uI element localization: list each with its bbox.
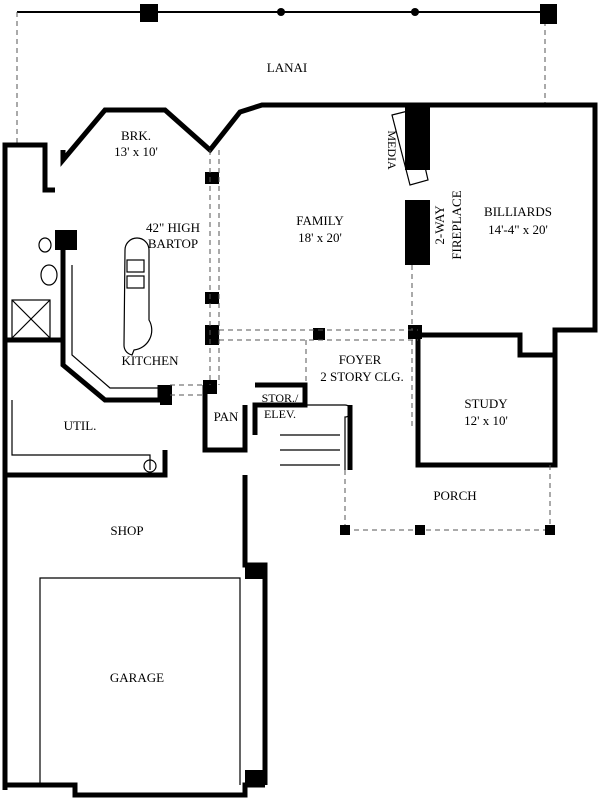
label-media: MEDIA	[385, 130, 399, 170]
label-study: STUDY	[464, 396, 508, 411]
walls	[2, 102, 598, 798]
fixtures	[11, 109, 429, 473]
bartop-island	[123, 237, 153, 356]
label-utility: UTIL.	[64, 418, 97, 433]
label-porch: PORCH	[433, 488, 476, 503]
label-breakfast-size: 13' x 10'	[114, 144, 158, 159]
label-family: FAMILY	[296, 213, 344, 228]
label-pantry: PAN	[214, 409, 239, 424]
label-kitchen: KITCHEN	[121, 353, 179, 368]
label-fireplace-2: FIREPLACE	[449, 190, 464, 259]
lanai-outline	[16, 4, 557, 145]
label-billiards-size: 14'-4" x 20'	[488, 222, 548, 237]
label-billiards: BILLIARDS	[484, 204, 552, 219]
label-storage: STOR./	[262, 391, 299, 405]
label-foyer-ceiling: 2 STORY CLG.	[320, 369, 403, 384]
label-breakfast: BRK.	[121, 128, 151, 143]
label-foyer: FOYER	[339, 352, 382, 367]
openings	[170, 150, 555, 535]
label-fireplace-1: 2-WAY	[432, 205, 447, 245]
label-shop: SHOP	[110, 523, 143, 538]
label-garage: GARAGE	[110, 670, 164, 685]
label-family-size: 18' x 20'	[298, 230, 342, 245]
label-elevator: ELEV.	[264, 407, 296, 421]
label-bartop-2: BARTOP	[148, 236, 198, 251]
media-unit	[391, 109, 429, 186]
label-bartop-1: 42" HIGH	[146, 220, 200, 235]
label-study-size: 12' x 10'	[464, 413, 508, 428]
label-lanai: LANAI	[267, 60, 307, 75]
